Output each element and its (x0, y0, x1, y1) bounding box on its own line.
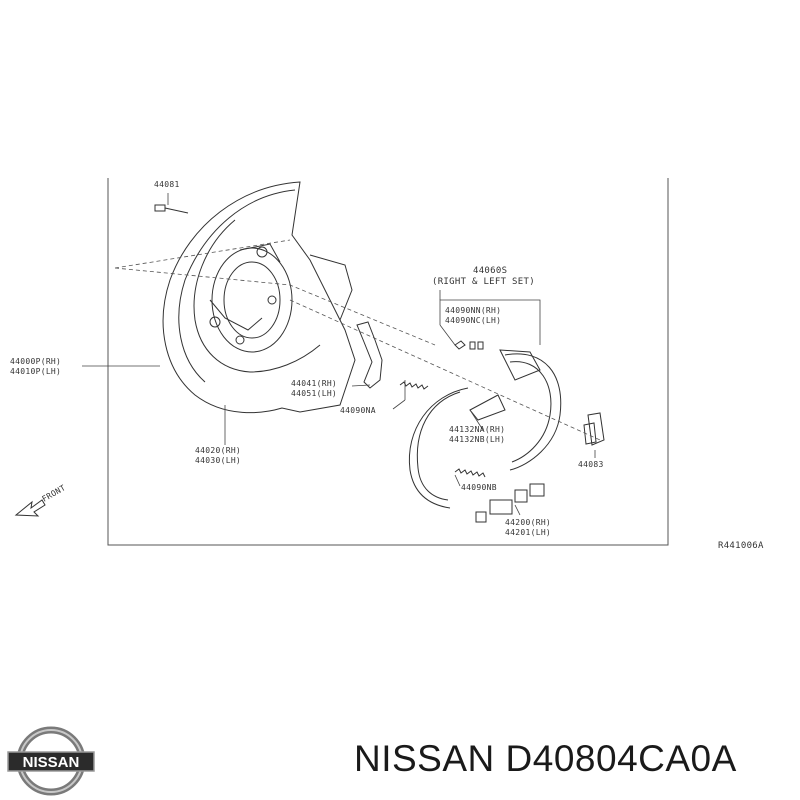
label-44083: 44083 (578, 460, 604, 469)
svg-text:NISSAN: NISSAN (23, 754, 80, 771)
clip-44083 (583, 412, 605, 446)
label-44060s: 44060S (473, 266, 507, 276)
label-44030: 44030(LH) (195, 456, 241, 465)
diagram-frame (107, 178, 669, 546)
label-44051: 44051(LH) (291, 389, 337, 398)
label-44020: 44020(RH) (195, 446, 241, 455)
label-44090nb: 44090NB (461, 483, 497, 492)
nissan-logo: NISSAN (7, 726, 95, 796)
spring-44090na (399, 381, 429, 390)
bolt-44081 (154, 204, 189, 214)
front-arrow-icon (14, 499, 46, 517)
label-44132na: 44132NA(RH) (449, 425, 505, 434)
backing-plate (162, 181, 356, 414)
diagram-code: R441006A (718, 541, 764, 551)
adjuster-lever (356, 321, 383, 389)
part-title: NISSAN D40804CA0A (354, 738, 737, 779)
pins-44090nn (454, 340, 484, 350)
label-44201: 44201(LH) (505, 528, 551, 537)
label-44000p: 44000P(RH) (10, 357, 61, 366)
label-44132nb: 44132NB(LH) (449, 435, 505, 444)
label-front: FRONT (41, 483, 68, 504)
spring-44090nb (454, 468, 486, 478)
brake-shoes (408, 349, 562, 509)
label-44081: 44081 (154, 180, 180, 189)
label-44200: 44200(RH) (505, 518, 551, 527)
label-44010p: 44010P(LH) (10, 367, 61, 376)
label-44090na: 44090NA (340, 406, 376, 415)
dust-shield (193, 219, 353, 373)
label-44090nn: 44090NN(RH) (445, 306, 501, 315)
adjuster-44200 (475, 483, 545, 523)
label-44041: 44041(RH) (291, 379, 337, 388)
label-44090nc: 44090NC(LH) (445, 316, 501, 325)
label-set-note: (RIGHT & LEFT SET) (432, 277, 535, 287)
